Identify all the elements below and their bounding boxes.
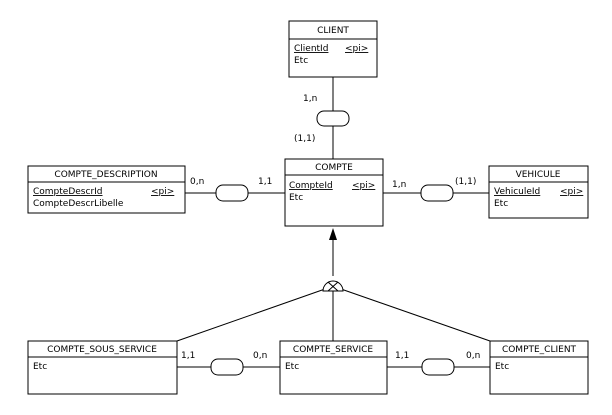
entity-vehicule-title: VEHICULE <box>516 170 561 180</box>
entity-vehicule-key: VehiculeId <box>494 187 540 197</box>
entity-compte-key-tag: <pi> <box>352 181 375 191</box>
entity-compte-sous-service-row: Etc <box>33 362 47 372</box>
cardinality-compte-top: (1,1) <box>294 134 315 144</box>
entity-compte-sous-service-title: COMPTE_SOUS_SERVICE <box>47 345 157 355</box>
entity-client-row: Etc <box>294 56 308 66</box>
entity-compte-description-key: CompteDescrId <box>33 187 103 197</box>
entity-compte-client-row: Etc <box>495 362 509 372</box>
entity-compte-service: COMPTE_SERVICE Etc <box>279 340 388 395</box>
association-client-compte <box>316 110 350 127</box>
exclusion-cross-b <box>327 281 339 292</box>
entity-compte-sous-service: COMPTE_SOUS_SERVICE Etc <box>27 340 178 395</box>
entity-compte-row: Etc <box>289 193 303 203</box>
entity-compte-service-title: COMPTE_SERVICE <box>293 345 374 355</box>
entity-compte-description-key-tag: <pi> <box>151 187 174 197</box>
entity-compte-description-title: COMPTE_DESCRIPTION <box>54 170 157 180</box>
entity-compte-client-title: COMPTE_CLIENT <box>502 345 577 355</box>
association-descr-compte <box>215 184 249 202</box>
association-soussvc-svc <box>210 358 244 376</box>
entity-compte-client: COMPTE_CLIENT Etc <box>489 340 589 395</box>
inheritance-branch-client <box>340 288 491 342</box>
entity-vehicule-row: Etc <box>494 199 508 209</box>
entity-compte: COMPTE CompteId <pi> Etc <box>284 158 384 227</box>
cardinality-vehicule-side: (1,1) <box>455 177 476 187</box>
cardinality-descr-side: 0,n <box>190 177 204 187</box>
cardinality-svc-right: 1,1 <box>395 351 409 361</box>
entity-compte-description: COMPTE_DESCRIPTION CompteDescrId <pi> Co… <box>27 165 186 214</box>
association-compte-vehicule <box>420 184 454 202</box>
entity-client: CLIENT ClientId <pi> Etc <box>288 20 378 78</box>
entity-client-key-tag: <pi> <box>345 44 368 54</box>
inheritance-branch-sous-service <box>176 288 326 342</box>
entity-vehicule: VEHICULE VehiculeId <pi> Etc <box>488 165 589 219</box>
entity-compte-title: COMPTE <box>315 163 353 173</box>
inheritance-arrow-icon <box>329 228 337 240</box>
cardinality-client-side: 1,n <box>303 94 317 104</box>
association-svc-client <box>421 358 455 376</box>
cardinality-compte-right: 1,n <box>392 180 406 190</box>
entity-vehicule-key-tag: <pi> <box>560 187 583 197</box>
entity-client-key: ClientId <box>294 44 328 54</box>
entity-client-title: CLIENT <box>317 26 349 36</box>
cardinality-soussvc-right: 1,1 <box>181 351 195 361</box>
cardinality-client-left: 0,n <box>466 351 480 361</box>
cardinality-svc-left: 0,n <box>253 351 267 361</box>
entity-compte-description-row: CompteDescrLibelle <box>33 199 124 209</box>
entity-compte-service-row: Etc <box>285 362 299 372</box>
entity-compte-key: CompteId <box>289 181 333 191</box>
cardinality-compte-left: 1,1 <box>258 177 272 187</box>
